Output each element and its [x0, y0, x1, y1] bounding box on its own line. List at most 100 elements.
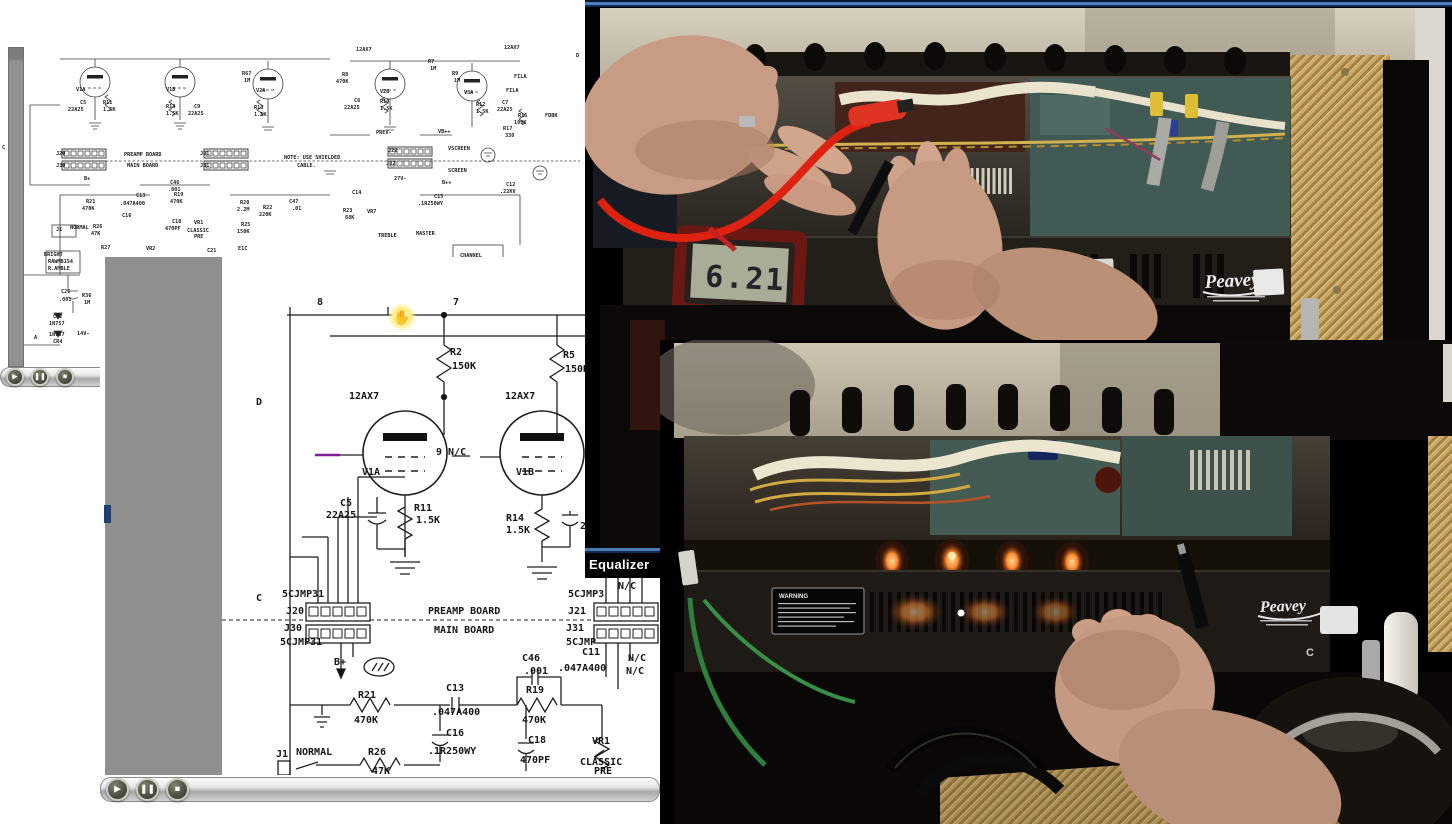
knob-row-bottom	[790, 384, 1174, 436]
svg-text:R25: R25	[241, 222, 250, 228]
scrollbar-thumb[interactable]	[9, 48, 23, 60]
svg-text:FILA: FILA	[506, 88, 519, 94]
title-bar-top	[585, 0, 1452, 2]
svg-text:CABLE.: CABLE.	[297, 163, 316, 169]
svg-text:PRE: PRE	[594, 766, 612, 775]
svg-text:V1B: V1B	[516, 467, 534, 478]
warning-label: WARNING	[771, 587, 865, 635]
svg-text:VSCREEN: VSCREEN	[448, 146, 470, 152]
brand-logo-top: Peavey C	[1202, 268, 1285, 329]
svg-text:.047A400: .047A400	[120, 201, 145, 207]
svg-text:SCREEN: SCREEN	[448, 168, 467, 174]
svg-text:R14: R14	[166, 104, 175, 110]
svg-text:R12: R12	[476, 102, 485, 108]
svg-text:R20: R20	[240, 200, 249, 206]
svg-text:C16: C16	[122, 213, 131, 219]
svg-text:C9: C9	[194, 104, 200, 110]
pause-button[interactable]: ❚❚	[31, 368, 49, 386]
svg-text:5CJMP31: 5CJMP31	[282, 589, 324, 600]
power-cables	[885, 726, 1065, 799]
svg-text:C14: C14	[352, 190, 361, 196]
pause-button[interactable]: ❚❚	[136, 778, 159, 801]
svg-text:MAIN BOARD: MAIN BOARD	[434, 625, 494, 636]
svg-text:1M: 1M	[244, 78, 250, 84]
video-frame-bottom[interactable]: WARNING Peavey C	[660, 340, 1452, 824]
svg-text:C5: C5	[340, 498, 352, 509]
svg-text:R67: R67	[242, 71, 251, 77]
svg-text:V1A: V1A	[362, 467, 380, 478]
svg-text:C6: C6	[354, 98, 360, 104]
svg-text:.22KV: .22KV	[500, 189, 516, 195]
video-photo-bottom[interactable]: WARNING Peavey C	[660, 340, 1452, 824]
play-button[interactable]: ▶	[6, 368, 24, 386]
svg-text:CR2: CR2	[53, 314, 62, 320]
svg-text:V2B: V2B	[380, 89, 389, 95]
svg-text:5CJMP31: 5CJMP31	[280, 637, 322, 648]
svg-text:R7: R7	[428, 59, 434, 65]
svg-text:R11: R11	[103, 100, 112, 106]
svg-text:470PF: 470PF	[520, 755, 550, 766]
svg-text:J22: J22	[388, 148, 397, 154]
svg-text:PREAMP BOARD: PREAMP BOARD	[428, 606, 500, 617]
svg-text:22A25: 22A25	[188, 111, 204, 117]
red-test-lead	[596, 118, 871, 242]
svg-text:MAIN BOARD: MAIN BOARD	[127, 163, 158, 169]
stop-button[interactable]: ■	[56, 368, 74, 386]
svg-text:J20: J20	[286, 606, 304, 617]
svg-text:CLASSIC: CLASSIC	[580, 757, 622, 768]
svg-text:C18: C18	[172, 219, 181, 225]
svg-text:Peavey: Peavey	[1259, 597, 1308, 616]
svg-text:22A25: 22A25	[326, 510, 356, 521]
hand-bottom	[1055, 609, 1342, 824]
svg-text:330: 330	[505, 133, 514, 139]
vertical-scrollbar[interactable]	[8, 47, 24, 367]
svg-text:BRIGHT: BRIGHT	[44, 252, 63, 258]
svg-text:470K: 470K	[354, 715, 378, 726]
svg-text:22A25: 22A25	[68, 107, 84, 113]
yellow-capacitor	[1150, 92, 1163, 116]
tweed-right-edge	[1428, 436, 1452, 652]
svg-text:V1B: V1B	[166, 87, 175, 93]
svg-text:R10: R10	[380, 99, 389, 105]
stop-button[interactable]: ■	[166, 778, 189, 801]
svg-text:N/C: N/C	[628, 653, 646, 664]
svg-text:V3A: V3A	[464, 90, 474, 96]
svg-text:R26: R26	[93, 224, 102, 230]
svg-text:J20: J20	[56, 151, 65, 157]
svg-text:R27: R27	[101, 245, 110, 251]
video-window-bottom[interactable]: WARNING Peavey C	[660, 340, 1452, 824]
svg-text:68K: 68K	[345, 215, 355, 221]
svg-text:CR4: CR4	[53, 339, 62, 345]
svg-text:C: C	[2, 145, 5, 151]
svg-text:9 N/C: 9 N/C	[436, 447, 466, 458]
svg-text:R13: R13	[254, 105, 263, 111]
svg-text:470K: 470K	[336, 79, 349, 85]
svg-text:14V-: 14V-	[77, 331, 90, 337]
svg-text:C16: C16	[446, 728, 464, 739]
scroll-pane[interactable]	[105, 257, 222, 775]
finger-ring	[739, 116, 755, 127]
jack-connector	[1301, 298, 1319, 340]
svg-text:.001: .001	[168, 187, 181, 193]
svg-text:MASTER: MASTER	[416, 231, 436, 237]
svg-text:1.5K: 1.5K	[380, 106, 393, 112]
svg-text:R5: R5	[563, 350, 575, 361]
brand-logo-bottom: Peavey C	[1257, 597, 1358, 659]
multimeter-reading: 6.21	[704, 259, 786, 298]
scrollbar-thumb[interactable]	[104, 505, 111, 523]
play-button[interactable]: ▶	[106, 778, 129, 801]
svg-text:R21: R21	[358, 690, 376, 701]
svg-text:C18: C18	[528, 735, 546, 746]
svg-text:J21: J21	[568, 606, 586, 617]
svg-text:.001: .001	[59, 297, 72, 303]
svg-text:VR1: VR1	[194, 220, 203, 226]
svg-text:B+: B+	[334, 657, 346, 668]
svg-text:R23: R23	[343, 208, 352, 214]
svg-text:220K: 220K	[259, 212, 272, 218]
svg-text:100K: 100K	[514, 120, 527, 126]
svg-text:C13: C13	[136, 193, 145, 199]
svg-text:C11: C11	[582, 647, 600, 658]
